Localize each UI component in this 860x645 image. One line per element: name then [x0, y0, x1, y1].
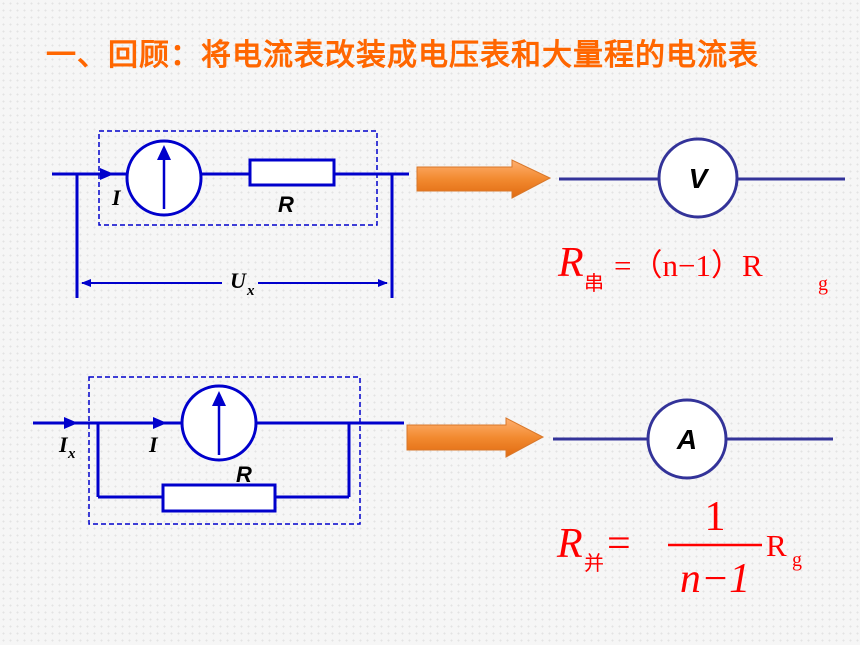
- top-resistor: [248, 158, 336, 187]
- bottom-galvanometer-needle-head-icon: [212, 391, 226, 406]
- formula-parallel-denominator: n−1: [680, 556, 750, 602]
- top-circuit: I R U x: [52, 130, 409, 299]
- top-conversion-arrow-icon: [416, 159, 552, 199]
- formula-series-rhs: =（n−1）R: [614, 248, 763, 283]
- formula-parallel-lhs-sub: 并: [584, 551, 604, 575]
- formula-series: R 串 =（n−1）R g: [557, 240, 828, 295]
- top-voltage-label-sub: x: [246, 283, 255, 299]
- bottom-conversion-arrow-icon: [406, 417, 545, 458]
- voltmeter-symbol: V: [689, 163, 710, 194]
- top-voltage-label: U: [230, 268, 247, 293]
- bottom-resistor-label: R: [236, 462, 252, 487]
- formula-parallel-rhs: R: [766, 528, 787, 563]
- bottom-total-current-arrow-icon: [64, 417, 78, 429]
- voltmeter: V: [559, 137, 845, 219]
- bottom-circuit: I x I R: [33, 376, 404, 525]
- ammeter-circle: [646, 398, 728, 480]
- formula-parallel-numerator: 1: [705, 494, 726, 540]
- formula-parallel-lhs: R: [556, 521, 583, 567]
- bottom-current-label: I: [148, 432, 159, 457]
- bottom-current-arrow-icon: [153, 417, 167, 429]
- formula-series-lhs-sub: 串: [584, 271, 604, 295]
- voltmeter-circle: [657, 137, 739, 219]
- ammeter-symbol: A: [676, 424, 697, 455]
- formula-parallel: R 并 = 1 n−1 R g: [556, 494, 802, 602]
- formula-parallel-eq: =: [607, 521, 631, 567]
- top-galvanometer-needle-head-icon: [157, 145, 171, 160]
- page-title: 一、回顾：将电流表改装成电压表和大量程的电流表: [46, 38, 759, 73]
- top-resistor-label: R: [278, 192, 294, 217]
- top-dashed-box: [98, 130, 378, 226]
- bottom-total-current-label: I: [58, 432, 69, 457]
- bottom-total-current-label-sub: x: [67, 446, 76, 462]
- formula-series-lhs: R: [557, 240, 584, 286]
- bottom-dashed-box: [88, 376, 361, 525]
- bottom-shunt-resistor: [161, 483, 277, 513]
- formula-parallel-rhs-sub: g: [792, 549, 802, 571]
- formula-series-rhs-sub: g: [818, 273, 828, 295]
- top-current-label: I: [111, 185, 122, 210]
- ammeter: A: [553, 398, 833, 480]
- top-current-arrow-icon: [100, 168, 114, 180]
